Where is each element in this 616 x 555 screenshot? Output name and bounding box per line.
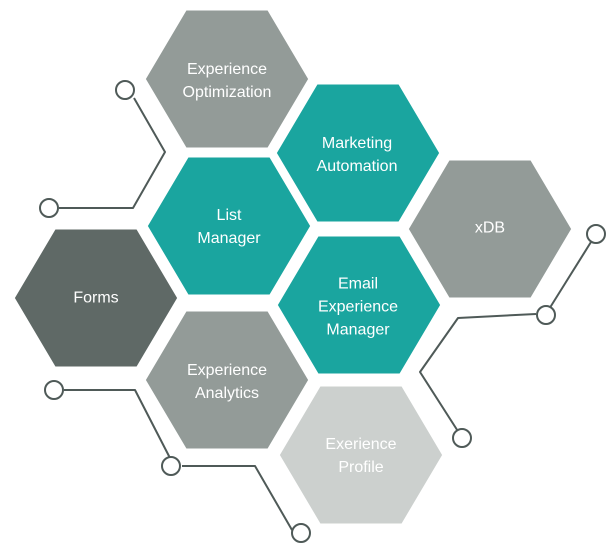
connector-node bbox=[39, 198, 59, 218]
hexagon-forms bbox=[9, 224, 183, 372]
connector-line-bottom-left-long bbox=[182, 465, 293, 531]
connector-node bbox=[452, 428, 472, 448]
connector-line-bottom-left-short bbox=[64, 389, 172, 461]
connector-node bbox=[115, 80, 135, 100]
connector-node bbox=[161, 456, 181, 476]
hexagon-exerience-profile bbox=[274, 381, 448, 529]
connector-node bbox=[44, 380, 64, 400]
hexagon-xdb bbox=[403, 155, 577, 303]
connector-node bbox=[586, 224, 606, 244]
hexagon-email-experience-manager bbox=[272, 231, 446, 379]
connector-line-right-upper bbox=[545, 233, 597, 315]
connectors-group bbox=[39, 80, 606, 543]
hexagons-group bbox=[9, 5, 577, 529]
connector-node bbox=[536, 305, 556, 325]
hexagon-list-manager bbox=[142, 152, 316, 300]
connector-line-top-left bbox=[59, 97, 166, 209]
connector-line-right-lower bbox=[419, 313, 537, 437]
hexagon-experience-optimization bbox=[140, 5, 314, 153]
hexagon-experience-analytics bbox=[140, 306, 314, 454]
hexagon-marketing-automation bbox=[271, 79, 445, 227]
connector-node bbox=[291, 523, 311, 543]
